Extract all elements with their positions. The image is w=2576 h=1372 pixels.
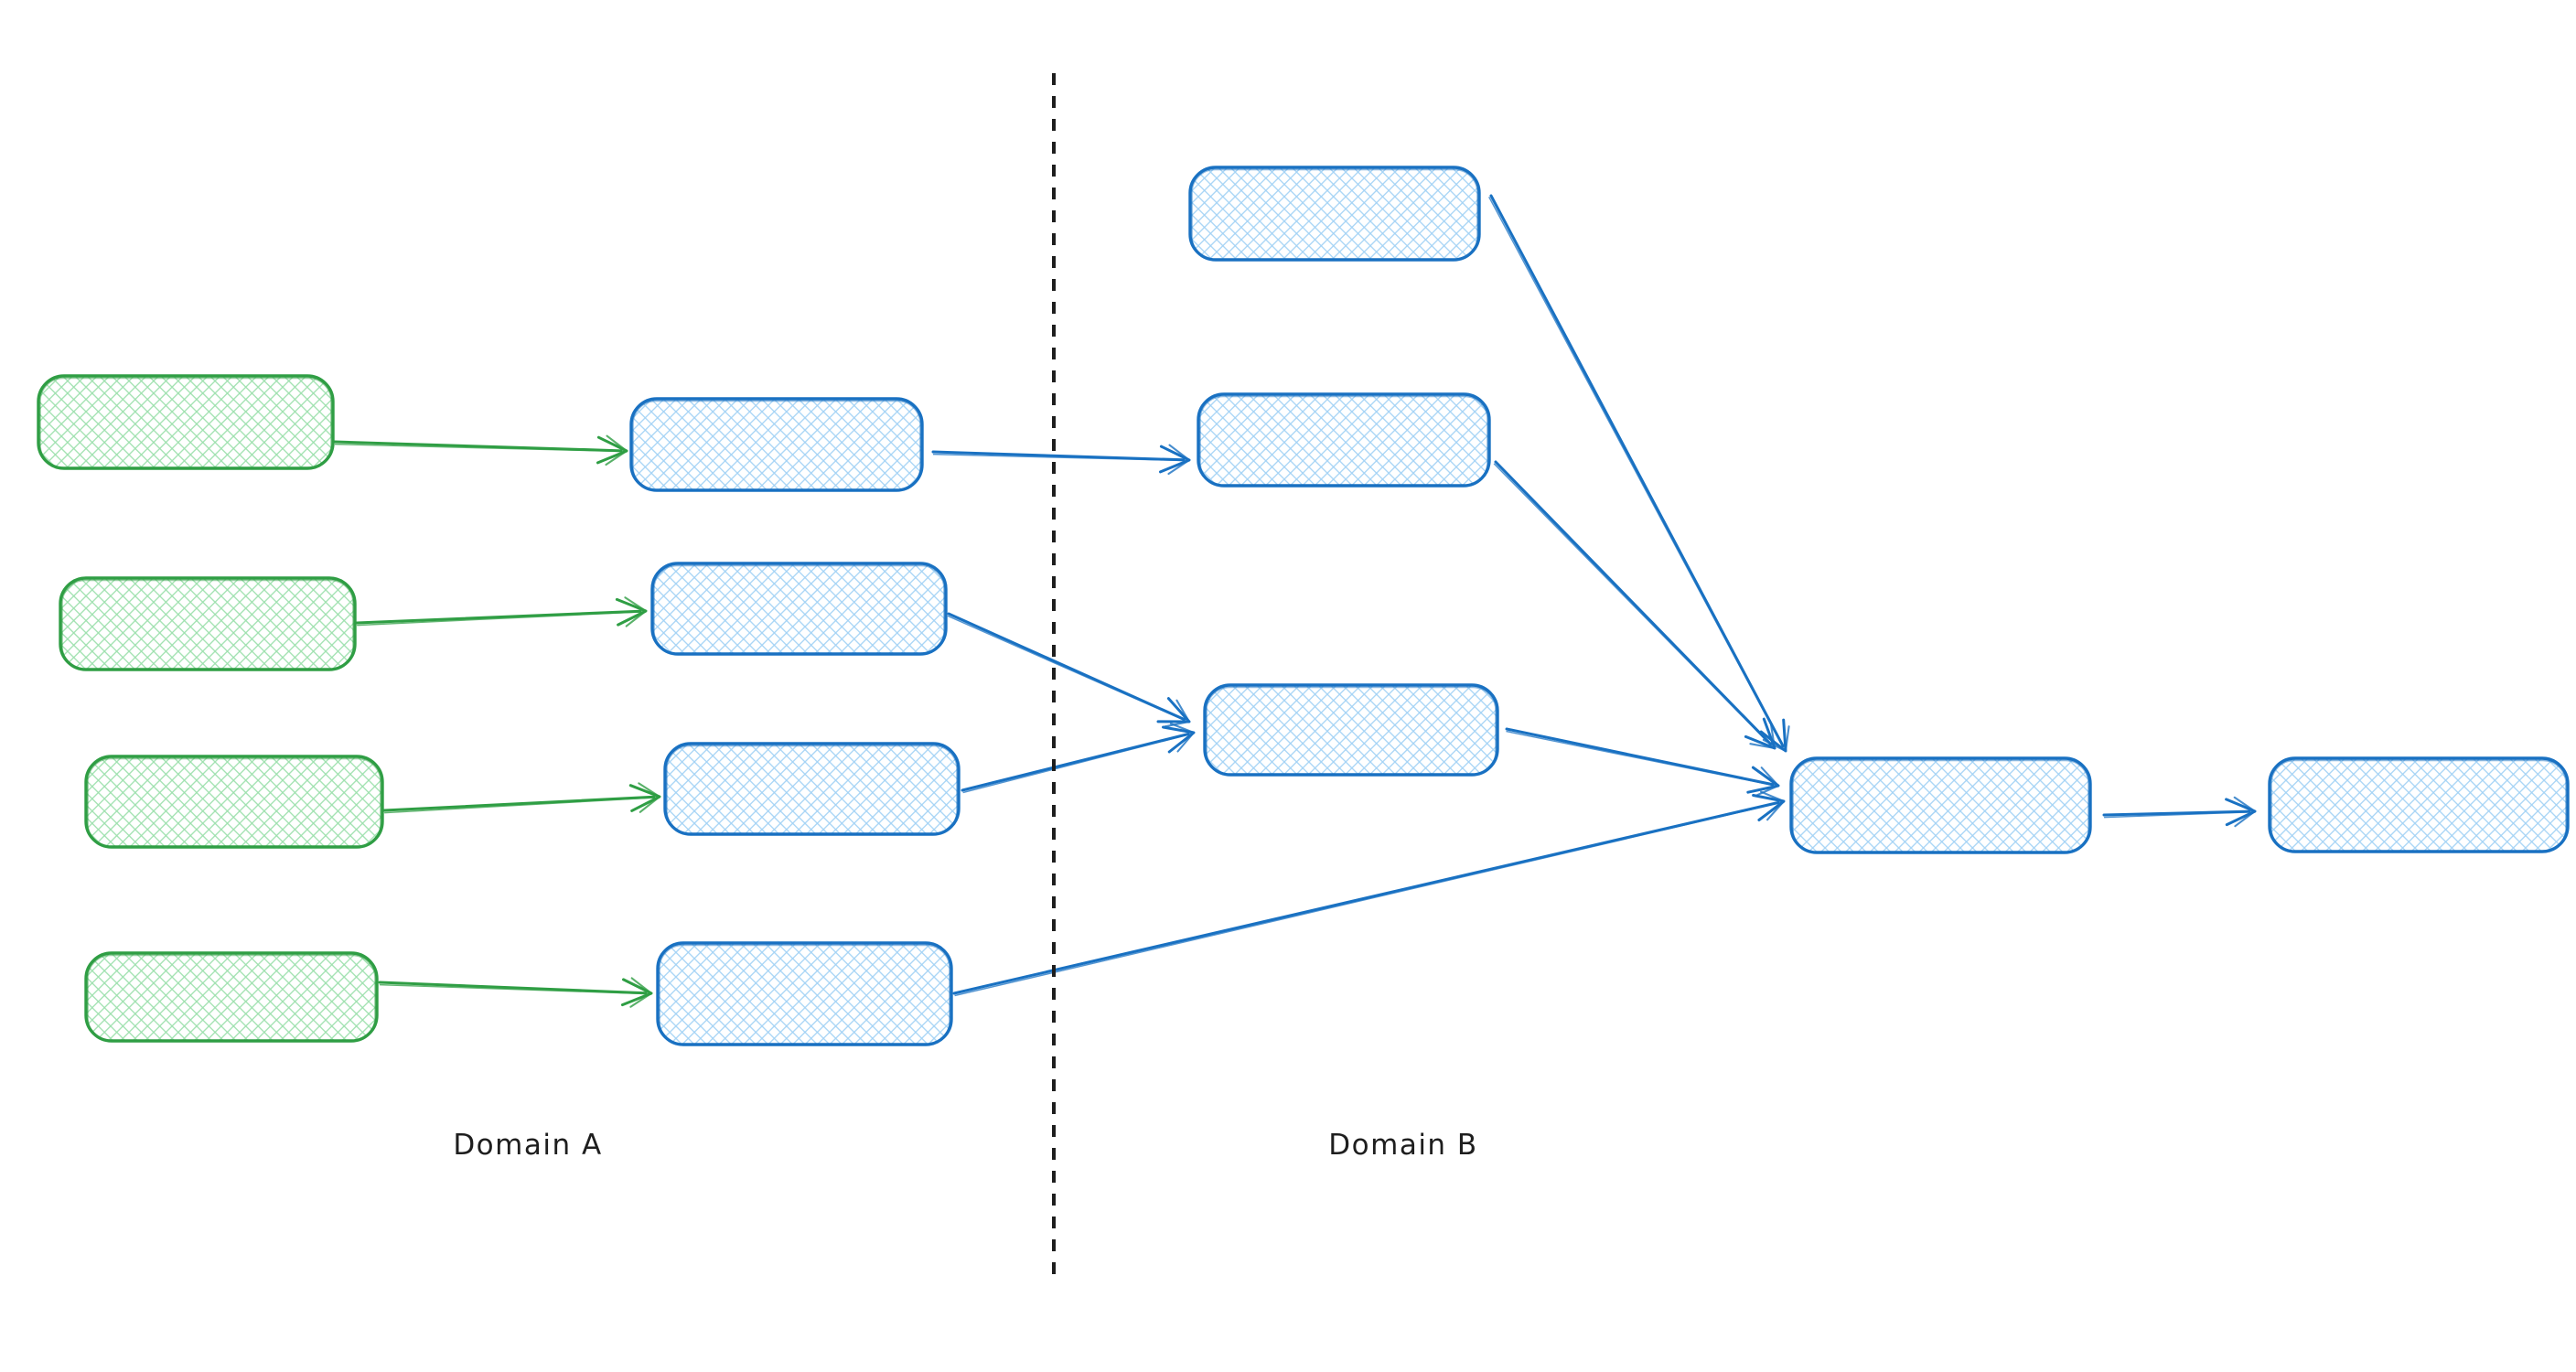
node-domain-b-lower xyxy=(1203,683,1499,777)
nodes-layer xyxy=(37,166,2570,1046)
edge-domain-a-source-2__domain-a-stage-2 xyxy=(355,596,648,627)
edge-domain-b-lower__domain-b-merge xyxy=(1505,727,1780,797)
node-domain-a-source-2 xyxy=(59,576,357,671)
edges-layer xyxy=(333,194,2257,1008)
edge-domain-a-source-4__domain-a-stage-4 xyxy=(378,977,653,1008)
node-domain-b-merge xyxy=(1789,756,2092,854)
node-domain-a-stage-4 xyxy=(656,941,953,1046)
edge-domain-a-stage-1__domain-b-middle xyxy=(931,444,1191,476)
node-domain-b-middle xyxy=(1197,392,1491,488)
edge-domain-a-stage-4__domain-b-merge xyxy=(952,790,1786,997)
node-domain-a-source-3 xyxy=(84,755,384,849)
node-domain-b-output xyxy=(2268,756,2570,853)
edge-domain-a-stage-3__domain-b-lower xyxy=(961,723,1196,794)
edge-domain-b-merge__domain-b-output xyxy=(2102,796,2257,828)
node-domain-a-stage-2 xyxy=(650,562,948,656)
node-domain-a-stage-1 xyxy=(629,397,924,492)
edge-domain-a-source-1__domain-a-stage-1 xyxy=(333,434,628,466)
edge-domain-b-middle__domain-b-merge xyxy=(1493,460,1776,750)
domain-b-label: Domain B xyxy=(1328,1129,1477,1162)
node-domain-a-source-4 xyxy=(84,951,379,1043)
edge-domain-a-source-3__domain-a-stage-3 xyxy=(382,782,661,814)
domain-a-label: Domain A xyxy=(453,1129,602,1162)
node-domain-a-stage-3 xyxy=(663,742,961,836)
edge-domain-b-top__domain-b-merge xyxy=(1488,194,1790,753)
edge-domain-a-stage-2__domain-b-lower xyxy=(947,612,1191,728)
node-domain-a-source-1 xyxy=(37,374,335,470)
node-domain-b-top xyxy=(1188,166,1481,262)
